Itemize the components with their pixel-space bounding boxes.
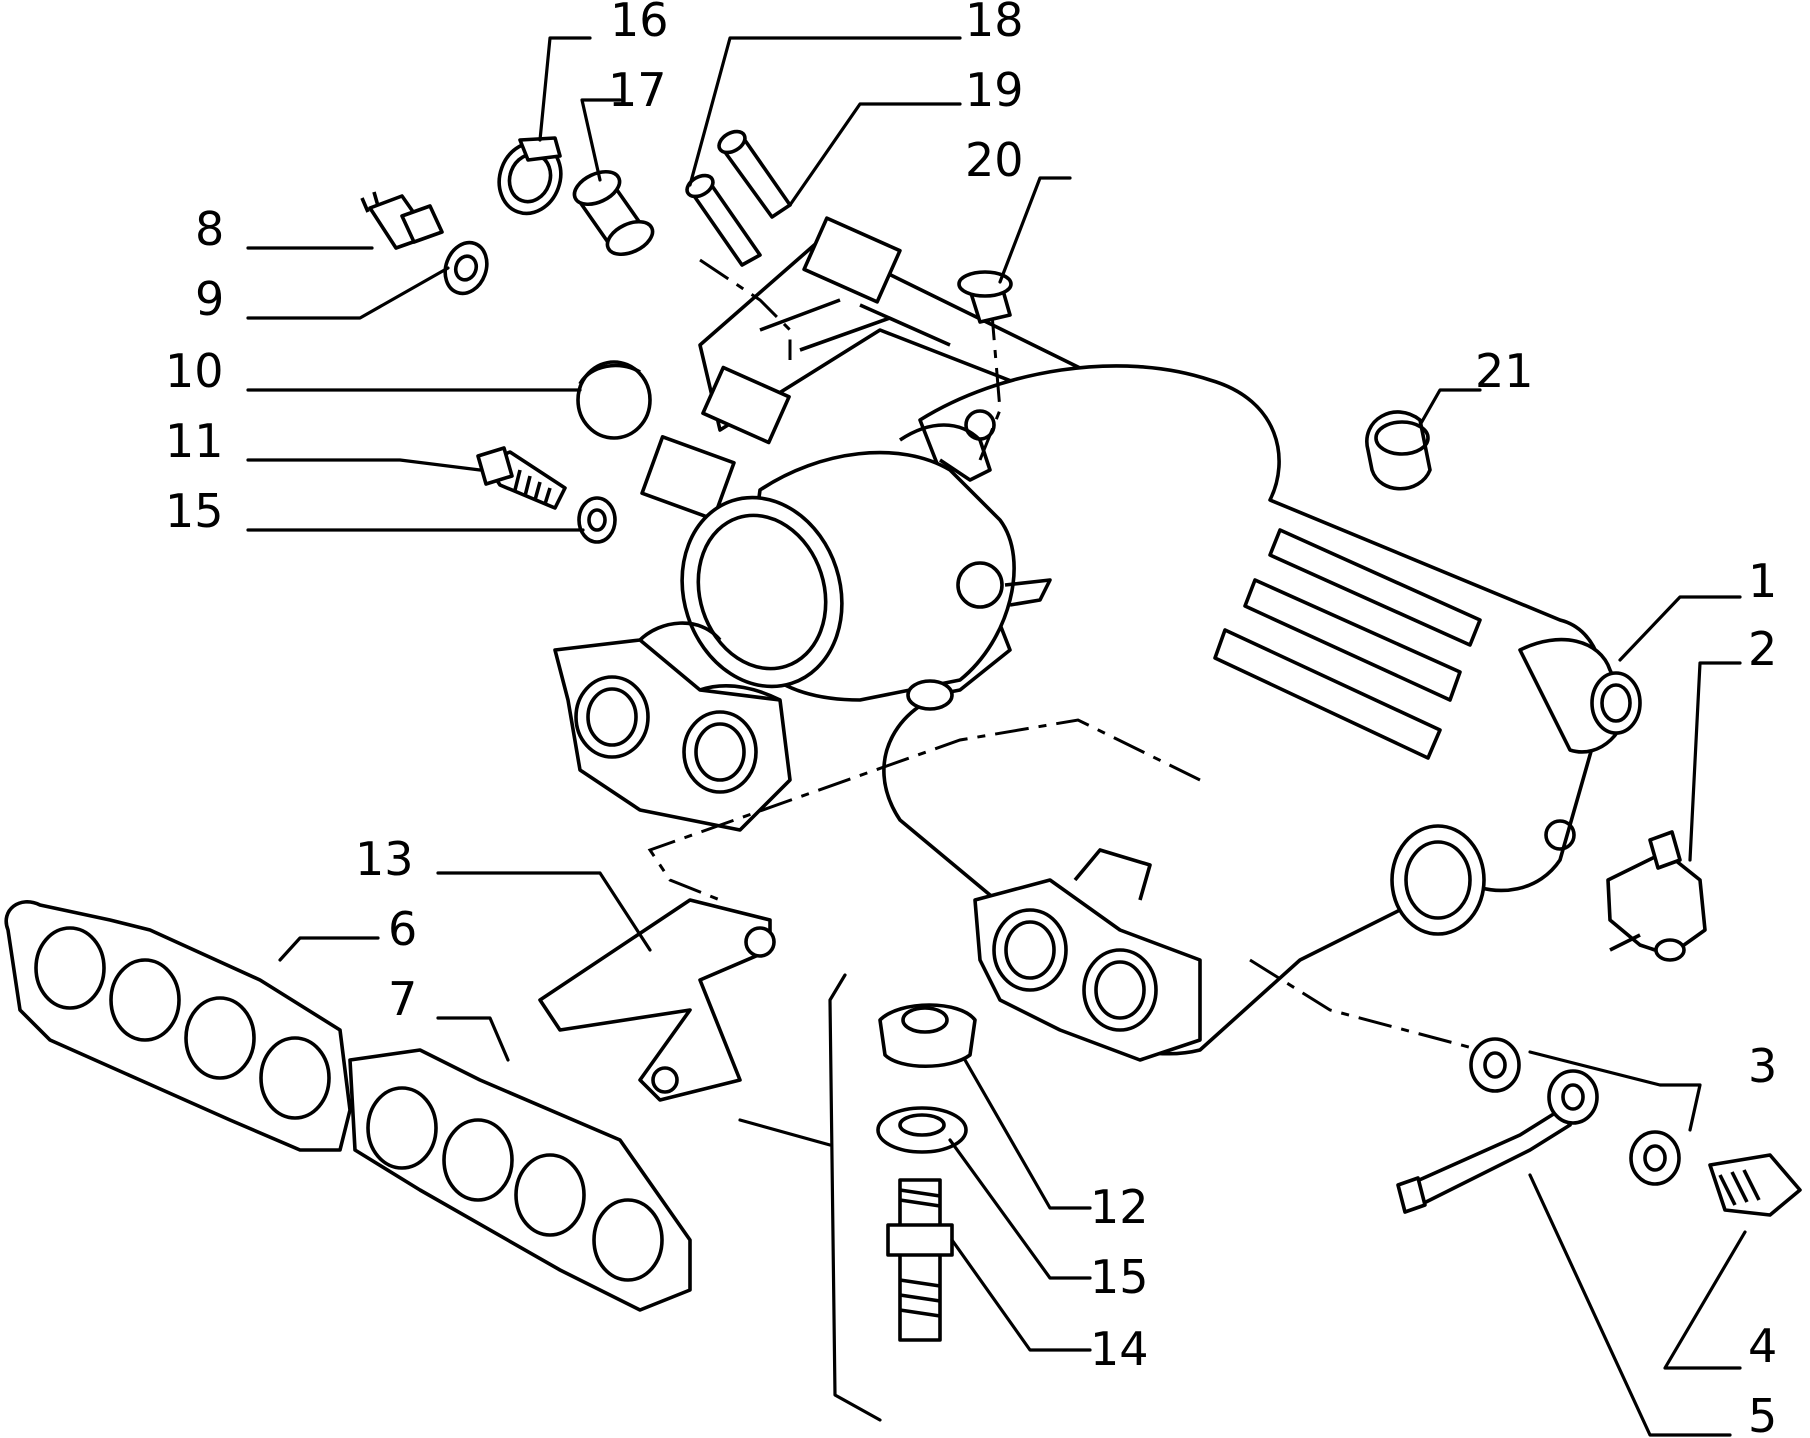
bolt-part xyxy=(476,446,567,510)
callout-7: 7 xyxy=(388,972,417,1026)
nut-part xyxy=(878,1003,977,1069)
copper-washer-part-a xyxy=(1469,1037,1521,1093)
callout-14: 14 xyxy=(1090,1322,1149,1376)
callout-17: 17 xyxy=(608,63,667,117)
callout-15-upper: 15 xyxy=(165,484,224,538)
callout-16: 16 xyxy=(610,0,669,47)
callout-labels: 16 17 18 19 20 21 8 9 10 11 15 1 2 3 4 5… xyxy=(165,0,1777,1438)
manifold-gasket-6 xyxy=(4,900,352,1152)
callout-12: 12 xyxy=(1090,1180,1149,1234)
callout-3: 3 xyxy=(1748,1039,1777,1093)
callout-2: 2 xyxy=(1748,622,1777,676)
spring-washer-part-lower xyxy=(876,1106,968,1154)
hose-clamp-part xyxy=(497,136,563,216)
callout-21: 21 xyxy=(1475,344,1534,398)
callout-4: 4 xyxy=(1748,1319,1777,1373)
temperature-sensor-part xyxy=(360,191,444,250)
callout-19: 19 xyxy=(965,63,1024,117)
stud-parts xyxy=(685,129,792,267)
plug-cap-part xyxy=(957,270,1013,324)
leader-lines xyxy=(246,36,1747,1437)
assembly-guide-lines xyxy=(647,258,1481,1052)
callout-9: 9 xyxy=(195,272,224,326)
callout-5: 5 xyxy=(1748,1389,1777,1438)
sleeve-part xyxy=(572,169,655,257)
manifold-gasket-7 xyxy=(348,1048,692,1312)
callout-1: 1 xyxy=(1748,554,1777,608)
plug-part xyxy=(1365,410,1432,491)
copper-washer-part-b xyxy=(1629,1130,1681,1186)
callout-8: 8 xyxy=(195,202,224,256)
intake-manifold xyxy=(553,216,1642,1062)
stud-part xyxy=(886,1178,954,1342)
callout-11: 11 xyxy=(165,414,224,468)
spring-washer-part-upper xyxy=(577,496,617,544)
water-fitting-part xyxy=(1606,830,1707,962)
callout-20: 20 xyxy=(965,133,1024,187)
support-bracket-part xyxy=(538,898,776,1102)
callout-18: 18 xyxy=(965,0,1024,47)
banjo-pipe-part xyxy=(1396,1069,1599,1214)
blanking-cap-part xyxy=(576,360,652,440)
callout-15-lower: 15 xyxy=(1090,1250,1149,1304)
sealing-washer-part xyxy=(443,240,489,296)
banjo-bolt-part xyxy=(1708,1153,1802,1217)
callout-13: 13 xyxy=(355,832,414,886)
callout-10: 10 xyxy=(165,344,224,398)
callout-6: 6 xyxy=(388,902,417,956)
